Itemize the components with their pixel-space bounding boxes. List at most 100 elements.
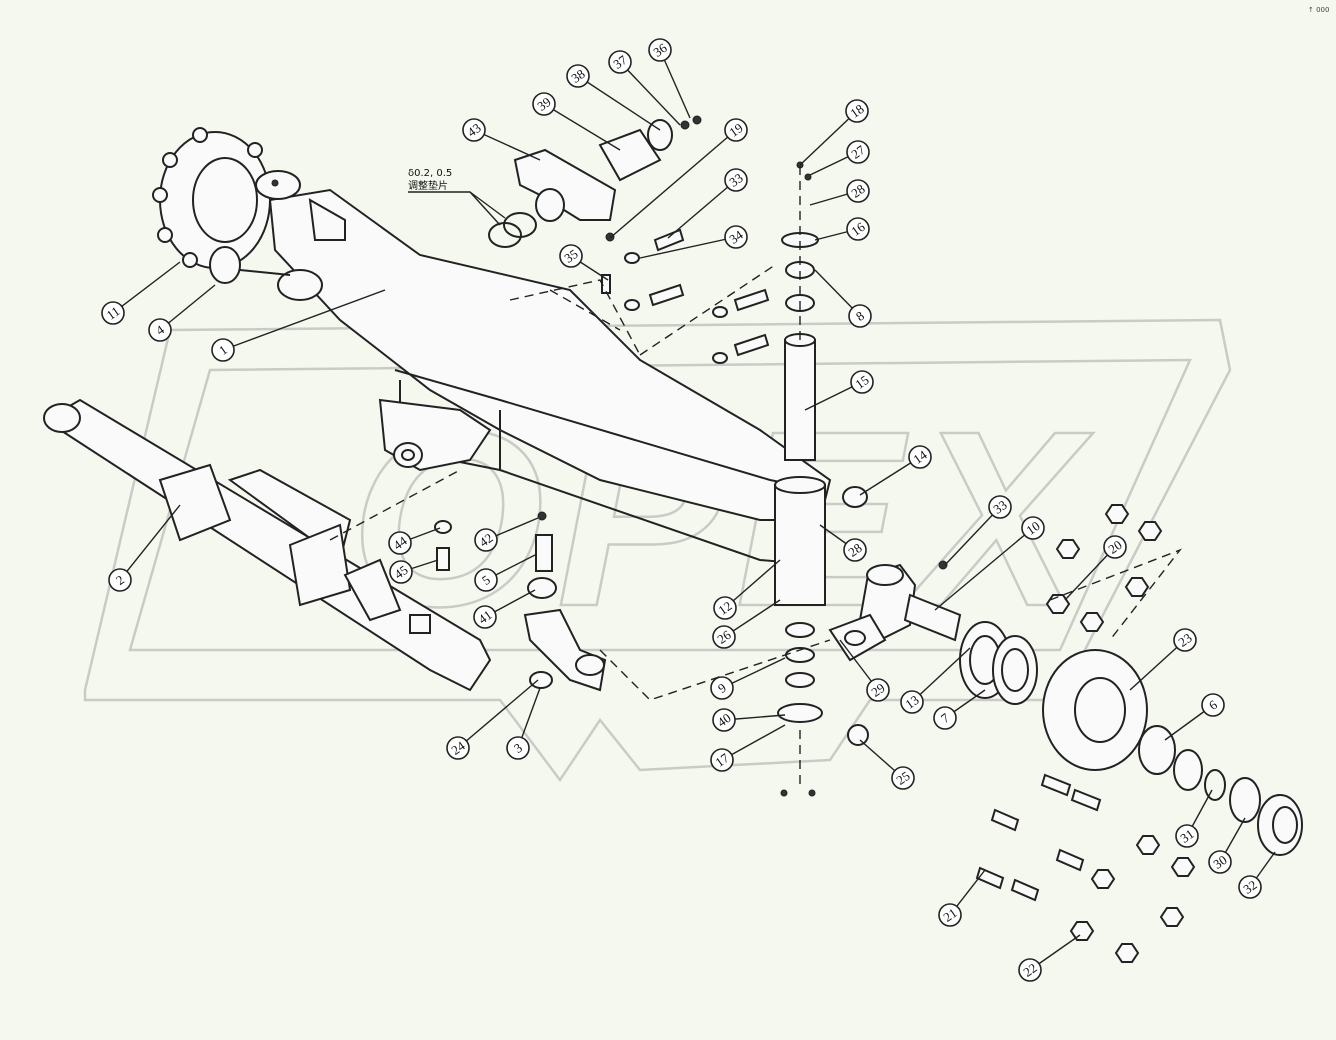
- callout-leader: [473, 129, 541, 161]
- callout-30: 30: [1208, 850, 1232, 874]
- callout-circle: [1018, 958, 1042, 982]
- callout-circle: [988, 495, 1012, 519]
- callout-21: 21: [938, 903, 962, 927]
- callout-circle: [473, 605, 497, 629]
- callout-circle: [712, 625, 736, 649]
- callout-35: 35: [559, 244, 583, 268]
- callout-leader: [667, 179, 737, 239]
- callout-circle: [532, 92, 556, 116]
- callout-27: 27: [846, 140, 870, 164]
- callout-circle: [848, 304, 872, 328]
- wheel-studs-nuts: [975, 504, 1196, 963]
- callout-circle: [559, 244, 583, 268]
- callout-38: 38: [566, 64, 590, 88]
- callout-circle: [389, 560, 413, 584]
- callout-4: 4: [148, 318, 172, 342]
- callout-14: 14: [908, 445, 932, 469]
- drive-shaft: [43, 398, 492, 692]
- callout-36: 36: [648, 38, 672, 62]
- callout-circle: [846, 217, 870, 241]
- callout-2: 2: [108, 568, 132, 592]
- callout-leader: [724, 559, 781, 609]
- callout-8: 8: [848, 304, 872, 328]
- callout-10: 10: [1021, 516, 1045, 540]
- callout-leader: [1129, 639, 1186, 691]
- callout-39: 39: [532, 92, 556, 116]
- callout-42: 42: [474, 528, 498, 552]
- callout-41: 41: [473, 605, 497, 629]
- kingpin-stack: [774, 161, 869, 797]
- callout-circle: [891, 766, 915, 790]
- callout-25: 25: [891, 766, 915, 790]
- callout-33: 33: [724, 168, 748, 192]
- callout-28: 28: [843, 538, 867, 562]
- steering-knuckle: [828, 560, 962, 662]
- callout-leader: [911, 647, 971, 703]
- bracket-assembly: [488, 115, 702, 248]
- callout-15: 15: [850, 370, 874, 394]
- callout-6: 6: [1201, 693, 1225, 717]
- callout-28: 28: [846, 179, 870, 203]
- right-hub: [959, 621, 1303, 856]
- callout-leader: [222, 289, 386, 351]
- callout-circle: [843, 538, 867, 562]
- callout-circle: [108, 568, 132, 592]
- callout-32: 32: [1238, 875, 1262, 899]
- callout-circle: [900, 690, 924, 714]
- callout-circle: [866, 678, 890, 702]
- callout-circle: [446, 736, 470, 760]
- callout-leader: [577, 75, 661, 131]
- callout-circle: [724, 118, 748, 142]
- callout-44: 44: [388, 531, 412, 555]
- callout-43: 43: [462, 118, 486, 142]
- callout-26: 26: [712, 625, 736, 649]
- callout-11: 11: [101, 301, 125, 325]
- callout-circle: [1208, 850, 1232, 874]
- callout-circle: [933, 706, 957, 730]
- callout-circle: [938, 903, 962, 927]
- callout-circle: [845, 99, 869, 123]
- callout-circle: [1201, 693, 1225, 717]
- callout-33: 33: [988, 495, 1012, 519]
- steering-arm: [434, 511, 607, 692]
- callout-circle: [846, 179, 870, 203]
- callout-leader: [112, 261, 181, 314]
- callout-circle: [462, 118, 486, 142]
- callout-circle: [724, 225, 748, 249]
- callout-leader: [859, 456, 921, 496]
- callout-12: 12: [713, 596, 737, 620]
- callout-leader: [934, 527, 1034, 611]
- callout-leader: [799, 110, 858, 166]
- callout-leader: [543, 103, 621, 151]
- callout-45: 45: [389, 560, 413, 584]
- callout-7: 7: [933, 706, 957, 730]
- callout-circle: [474, 568, 498, 592]
- callout-circle: [846, 140, 870, 164]
- callout-circle: [388, 531, 412, 555]
- shim-annotation: δ0.2, 0.5 调整垫片: [408, 168, 506, 226]
- callout-circle: [1173, 628, 1197, 652]
- callout-40: 40: [712, 708, 736, 732]
- callout-leader: [721, 724, 786, 761]
- callout-circle: [566, 64, 590, 88]
- callout-leader: [944, 506, 1001, 566]
- callout-circle: [710, 676, 734, 700]
- callout-circle: [712, 708, 736, 732]
- callout-circle: [908, 445, 932, 469]
- axle-beam: [268, 188, 832, 566]
- assembly-lines: [329, 160, 1183, 790]
- callout-leaders: [112, 49, 1276, 971]
- callout-leader: [457, 679, 539, 749]
- callout-23: 23: [1173, 628, 1197, 652]
- callout-leader: [619, 61, 681, 126]
- callout-13: 13: [900, 690, 924, 714]
- callout-leader: [639, 236, 737, 259]
- callout-24: 24: [446, 736, 470, 760]
- callout-19: 19: [724, 118, 748, 142]
- callout-5: 5: [474, 568, 498, 592]
- callout-circle: [101, 301, 125, 325]
- callout-circle: [648, 38, 672, 62]
- callout-leader: [1064, 546, 1116, 601]
